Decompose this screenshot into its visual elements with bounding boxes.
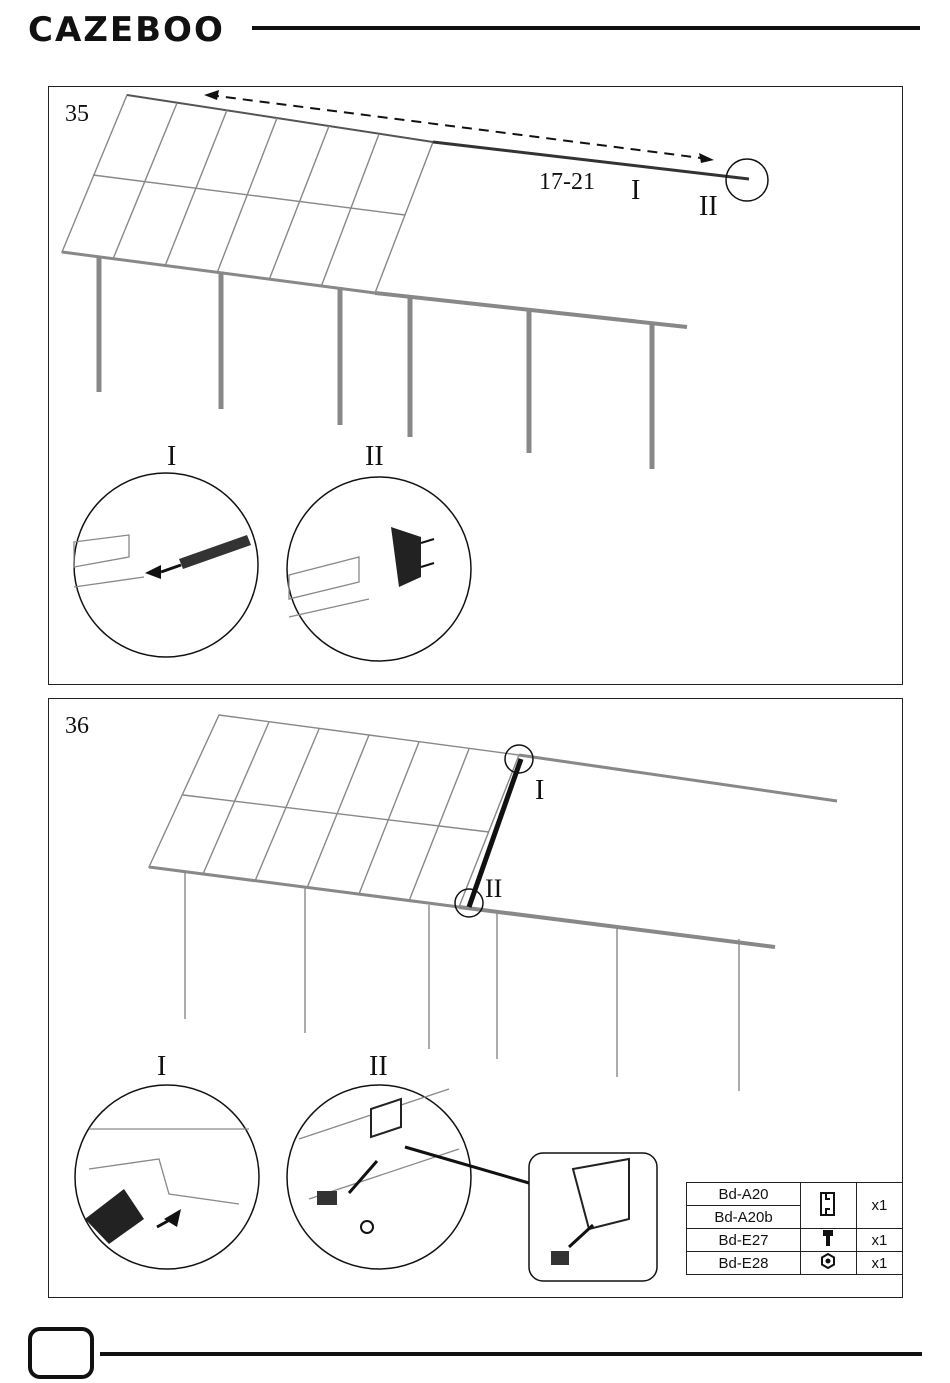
- table-row: Bd-E27 x1: [687, 1229, 903, 1252]
- part-qty: x1: [856, 1229, 902, 1252]
- callout-label-ii: II: [699, 191, 718, 222]
- table-row: Bd-E28 x1: [687, 1252, 903, 1275]
- table-row: Bd-A20 x1: [687, 1183, 903, 1206]
- nut-icon: [801, 1252, 857, 1275]
- detail-circle-i: [74, 473, 258, 657]
- detail-label-i: I: [167, 441, 176, 472]
- bracket-icon: [801, 1183, 857, 1229]
- detail-label-ii: II: [365, 441, 384, 472]
- detail-label-ii: II: [369, 1051, 388, 1082]
- detail-label-i: I: [157, 1051, 166, 1082]
- callout-label-i: I: [631, 175, 640, 206]
- part-range-label: 17-21: [539, 169, 595, 195]
- part-code: Bd-E28: [687, 1252, 801, 1275]
- brand-logo: CAZEBOO: [28, 10, 225, 50]
- step-panel-35: 35 17-21 I: [48, 86, 903, 685]
- part-code: Bd-E27: [687, 1229, 801, 1252]
- footer-rule: [100, 1352, 922, 1356]
- parts-table: Bd-A20 x1 Bd-A20b Bd-E27 x1 Bd-E28 x1: [686, 1182, 903, 1275]
- part-qty: x1: [856, 1252, 902, 1275]
- detail-circle-i: [75, 1085, 259, 1269]
- page-number-box: [28, 1327, 94, 1379]
- bolt-icon: [801, 1229, 857, 1252]
- callout-label-i: I: [535, 775, 544, 806]
- part-code: Bd-A20b: [687, 1206, 801, 1229]
- assembly-illustration: 17-21 I II I II: [49, 87, 901, 683]
- callout-label-ii: II: [485, 874, 502, 903]
- header-rule: [252, 26, 920, 30]
- part-qty: x1: [856, 1183, 902, 1229]
- part-code: Bd-A20: [687, 1183, 801, 1206]
